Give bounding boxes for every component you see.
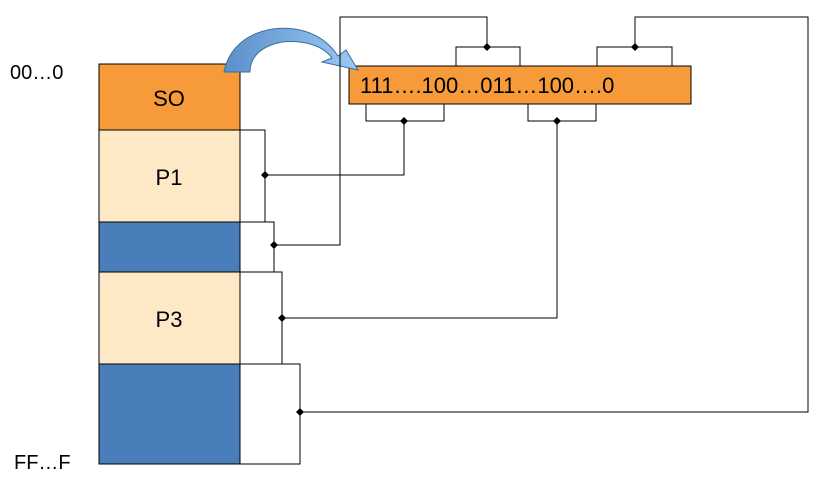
connector-p1 [265,121,405,176]
bitmap-bracket-bottom-2 [527,104,597,122]
bracket-p1 [240,129,266,223]
address-end-label: FF…F [14,452,71,474]
segment-p3 [98,271,241,365]
junction-free2-left [296,408,304,416]
junction-top-2 [631,43,639,51]
junction-markers [261,43,639,416]
connector-lines [265,16,809,413]
junction-p3-left [278,314,286,322]
bracket-free-2 [240,363,301,465]
segment-brackets [240,129,301,465]
junction-p1-left [261,171,269,179]
bracket-p3 [240,271,283,365]
segment-free-1 [98,221,241,273]
junction-bottom-2 [553,117,561,125]
connector-free-1 [274,16,488,246]
address-start-label: 00…0 [10,62,64,84]
connector-free-2 [300,16,809,413]
segment-free-2 [98,363,241,465]
junction-bottom-1 [400,117,408,125]
segment-so-label: SO [153,86,185,111]
segment-so [98,63,241,131]
bitmap-text: 111….100…011…100….0 [360,73,614,98]
segment-p3-label: P3 [156,307,183,332]
segment-p1-label: P1 [156,165,183,190]
curved-arrow [223,27,360,73]
junction-free1-left [270,241,278,249]
connector-p3 [282,121,558,319]
bracket-free-1 [240,221,275,273]
segment-p1 [98,129,241,223]
junction-top-1 [483,43,491,51]
